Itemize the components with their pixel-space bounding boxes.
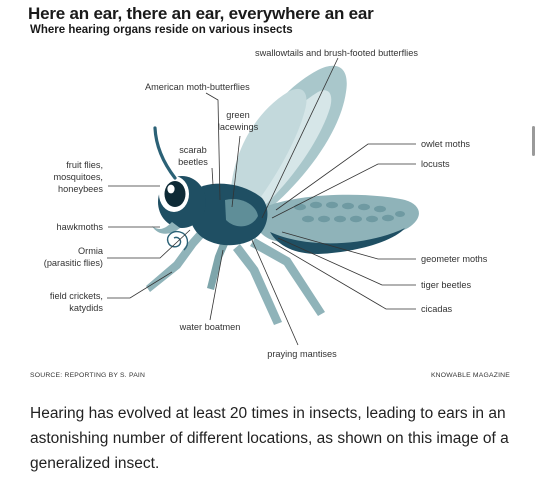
label-green-lacewings-line2: lacewings <box>218 122 259 132</box>
label-scarab-beetles-line2: beetles <box>178 157 208 167</box>
scrollbar-thumb[interactable] <box>532 126 535 156</box>
abdomen-underside <box>270 228 405 254</box>
leader-lines <box>107 57 416 346</box>
fore-wing <box>230 88 307 219</box>
label-geometer-moths: geometer moths <box>421 254 488 264</box>
figure-title: Here an ear, there an ear, everywhere an… <box>28 4 374 23</box>
label-ormia-line2: (parasitic flies) <box>44 258 103 268</box>
label-swallowtails: swallowtails and brush-footed butterflie… <box>255 48 418 58</box>
thorax-plate <box>225 198 258 227</box>
label-green-lacewings-line1: green <box>226 110 250 120</box>
proboscis-spiral <box>166 230 189 251</box>
label-owlet-moths: owlet moths <box>421 139 470 149</box>
front-leg <box>146 222 212 292</box>
mouthparts <box>152 222 180 234</box>
label-field-crickets-line2: katydids <box>69 303 103 313</box>
label-fruit-flies-line2: mosquitoes, <box>53 172 103 182</box>
insect-ear-diagram: swallowtails and brush-footed butterflie… <box>44 48 488 359</box>
publisher-credit: KNOWABLE MAGAZINE <box>430 372 510 379</box>
label-fruit-flies-line3: honeybees <box>58 184 103 194</box>
label-cicadas: cicadas <box>421 304 453 314</box>
eye-pupil <box>164 181 186 207</box>
label-fruit-flies-line1: fruit flies, <box>66 160 103 170</box>
antenna <box>153 126 177 180</box>
mid-leg <box>233 244 282 325</box>
source-note: SOURCE: REPORTING BY S. PAIN <box>30 372 146 379</box>
figure-subtitle: Where hearing organs reside on various i… <box>30 24 293 36</box>
eye-highlight <box>167 184 175 194</box>
article-caption: Hearing has evolved at least 20 times in… <box>30 405 509 472</box>
label-field-crickets-line1: field crickets, <box>50 291 103 301</box>
label-praying-mantises: praying mantises <box>267 349 337 359</box>
label-water-boatmen: water boatmen <box>179 322 241 332</box>
abdomen-spots <box>294 201 405 223</box>
label-ormia-line1: Ormia <box>78 246 104 256</box>
label-tiger-beetles: tiger beetles <box>421 280 471 290</box>
label-locusts: locusts <box>421 159 450 169</box>
label-scarab-beetles-line1: scarab <box>179 145 207 155</box>
hind-leg <box>250 238 325 316</box>
label-hawkmoths: hawkmoths <box>57 222 104 232</box>
front-leg-2 <box>207 236 230 290</box>
label-american-moth-butterflies: American moth-butterflies <box>145 82 250 92</box>
